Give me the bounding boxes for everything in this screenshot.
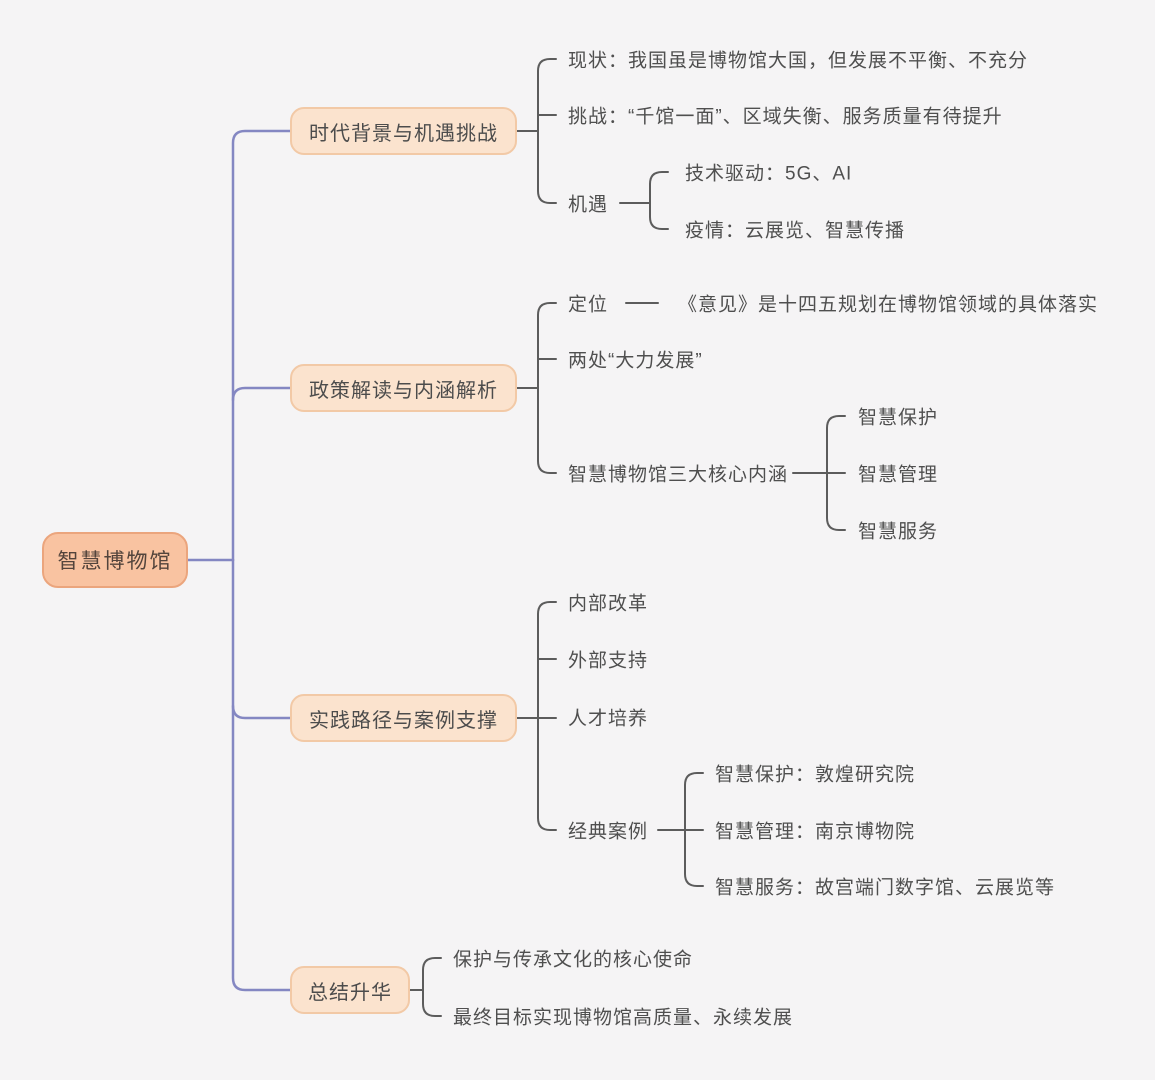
connector-branch2-bracket bbox=[537, 302, 557, 474]
connector-spine-to-branch2 bbox=[231, 386, 292, 402]
connector-opportunity-bracket bbox=[649, 171, 669, 230]
connector-branch3-bracket bbox=[537, 601, 557, 831]
branch-node-policy-interpretation[interactable]: 政策解读与内涵解析 bbox=[290, 364, 517, 412]
connector-branch4-bracket bbox=[422, 957, 442, 1017]
branch-node-practice-path[interactable]: 实践路径与案例支撑 bbox=[290, 694, 517, 742]
branch-node-summary[interactable]: 总结升华 bbox=[290, 966, 410, 1014]
node-challenge[interactable]: 挑战：“千馆一面”、区域失衡、服务质量有待提升 bbox=[568, 106, 1003, 128]
node-classic-cases[interactable]: 经典案例 bbox=[568, 821, 649, 843]
node-case-service-palace[interactable]: 智慧服务：故宫端门数字馆、云展览等 bbox=[715, 877, 1056, 899]
node-talent-training[interactable]: 人才培养 bbox=[568, 708, 649, 730]
connector-classic-cases-bracket bbox=[684, 772, 704, 887]
node-case-management-nanjing[interactable]: 智慧管理：南京博物院 bbox=[715, 821, 916, 843]
node-tech-drive[interactable]: 技术驱动：5G、AI bbox=[685, 163, 853, 185]
connector-spine-to-branch3 bbox=[231, 704, 292, 720]
node-internal-reform[interactable]: 内部改革 bbox=[568, 593, 649, 615]
node-smart-protection[interactable]: 智慧保护 bbox=[858, 407, 939, 429]
node-positioning[interactable]: 定位 bbox=[568, 294, 609, 316]
node-vigorous-development[interactable]: 两处“大力发展” bbox=[568, 350, 703, 372]
node-opportunity[interactable]: 机遇 bbox=[568, 194, 609, 216]
node-opinion-implementation[interactable]: 《意见》是十四五规划在博物馆领域的具体落实 bbox=[678, 294, 1099, 316]
branch-node-era-background[interactable]: 时代背景与机遇挑战 bbox=[290, 107, 517, 155]
node-core-mission[interactable]: 保护与传承文化的核心使命 bbox=[453, 949, 694, 971]
node-case-protection-dunhuang[interactable]: 智慧保护：敦煌研究院 bbox=[715, 764, 916, 786]
connector-three-cores-bracket bbox=[826, 415, 846, 531]
node-final-goal[interactable]: 最终目标实现博物馆高质量、永续发展 bbox=[453, 1007, 794, 1029]
node-external-support[interactable]: 外部支持 bbox=[568, 650, 649, 672]
connector-spine-to-branch4 bbox=[231, 558, 292, 992]
node-three-core-connotations[interactable]: 智慧博物馆三大核心内涵 bbox=[568, 464, 789, 486]
connector-spine-to-branch1 bbox=[231, 129, 292, 562]
node-smart-service[interactable]: 智慧服务 bbox=[858, 521, 939, 543]
root-node-smart-museum[interactable]: 智慧博物馆 bbox=[42, 532, 188, 588]
node-smart-management[interactable]: 智慧管理 bbox=[858, 464, 939, 486]
connector-branch1-bracket bbox=[537, 58, 557, 204]
node-current-status[interactable]: 现状：我国虽是博物馆大国，但发展不平衡、不充分 bbox=[568, 50, 1029, 72]
node-pandemic[interactable]: 疫情：云展览、智慧传播 bbox=[685, 220, 906, 242]
